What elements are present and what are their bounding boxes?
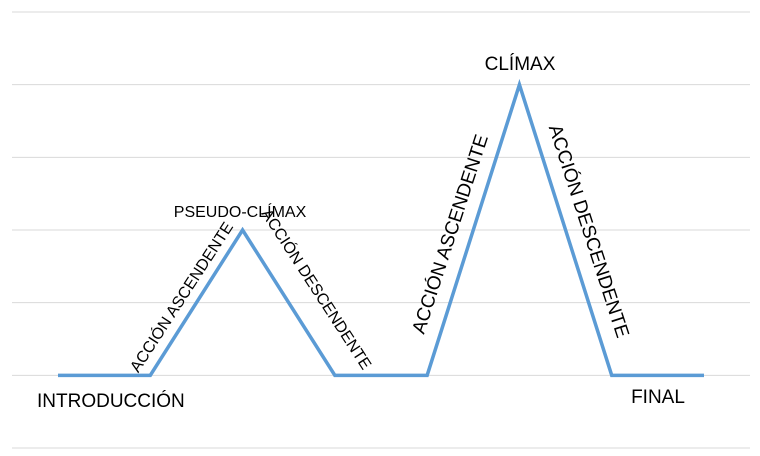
label-pseudo-climax: PSEUDO-CLÍMAX: [174, 202, 307, 221]
label-accion-ascendente-1: ACCIÓN ASCENDENTE: [126, 218, 237, 375]
gridlines: [12, 11, 750, 449]
label-final: FINAL: [631, 387, 685, 408]
label-introduccion: INTRODUCCIÓN: [37, 390, 185, 412]
series-line: [58, 78, 704, 378]
label-climax: CLÍMAX: [485, 54, 556, 75]
